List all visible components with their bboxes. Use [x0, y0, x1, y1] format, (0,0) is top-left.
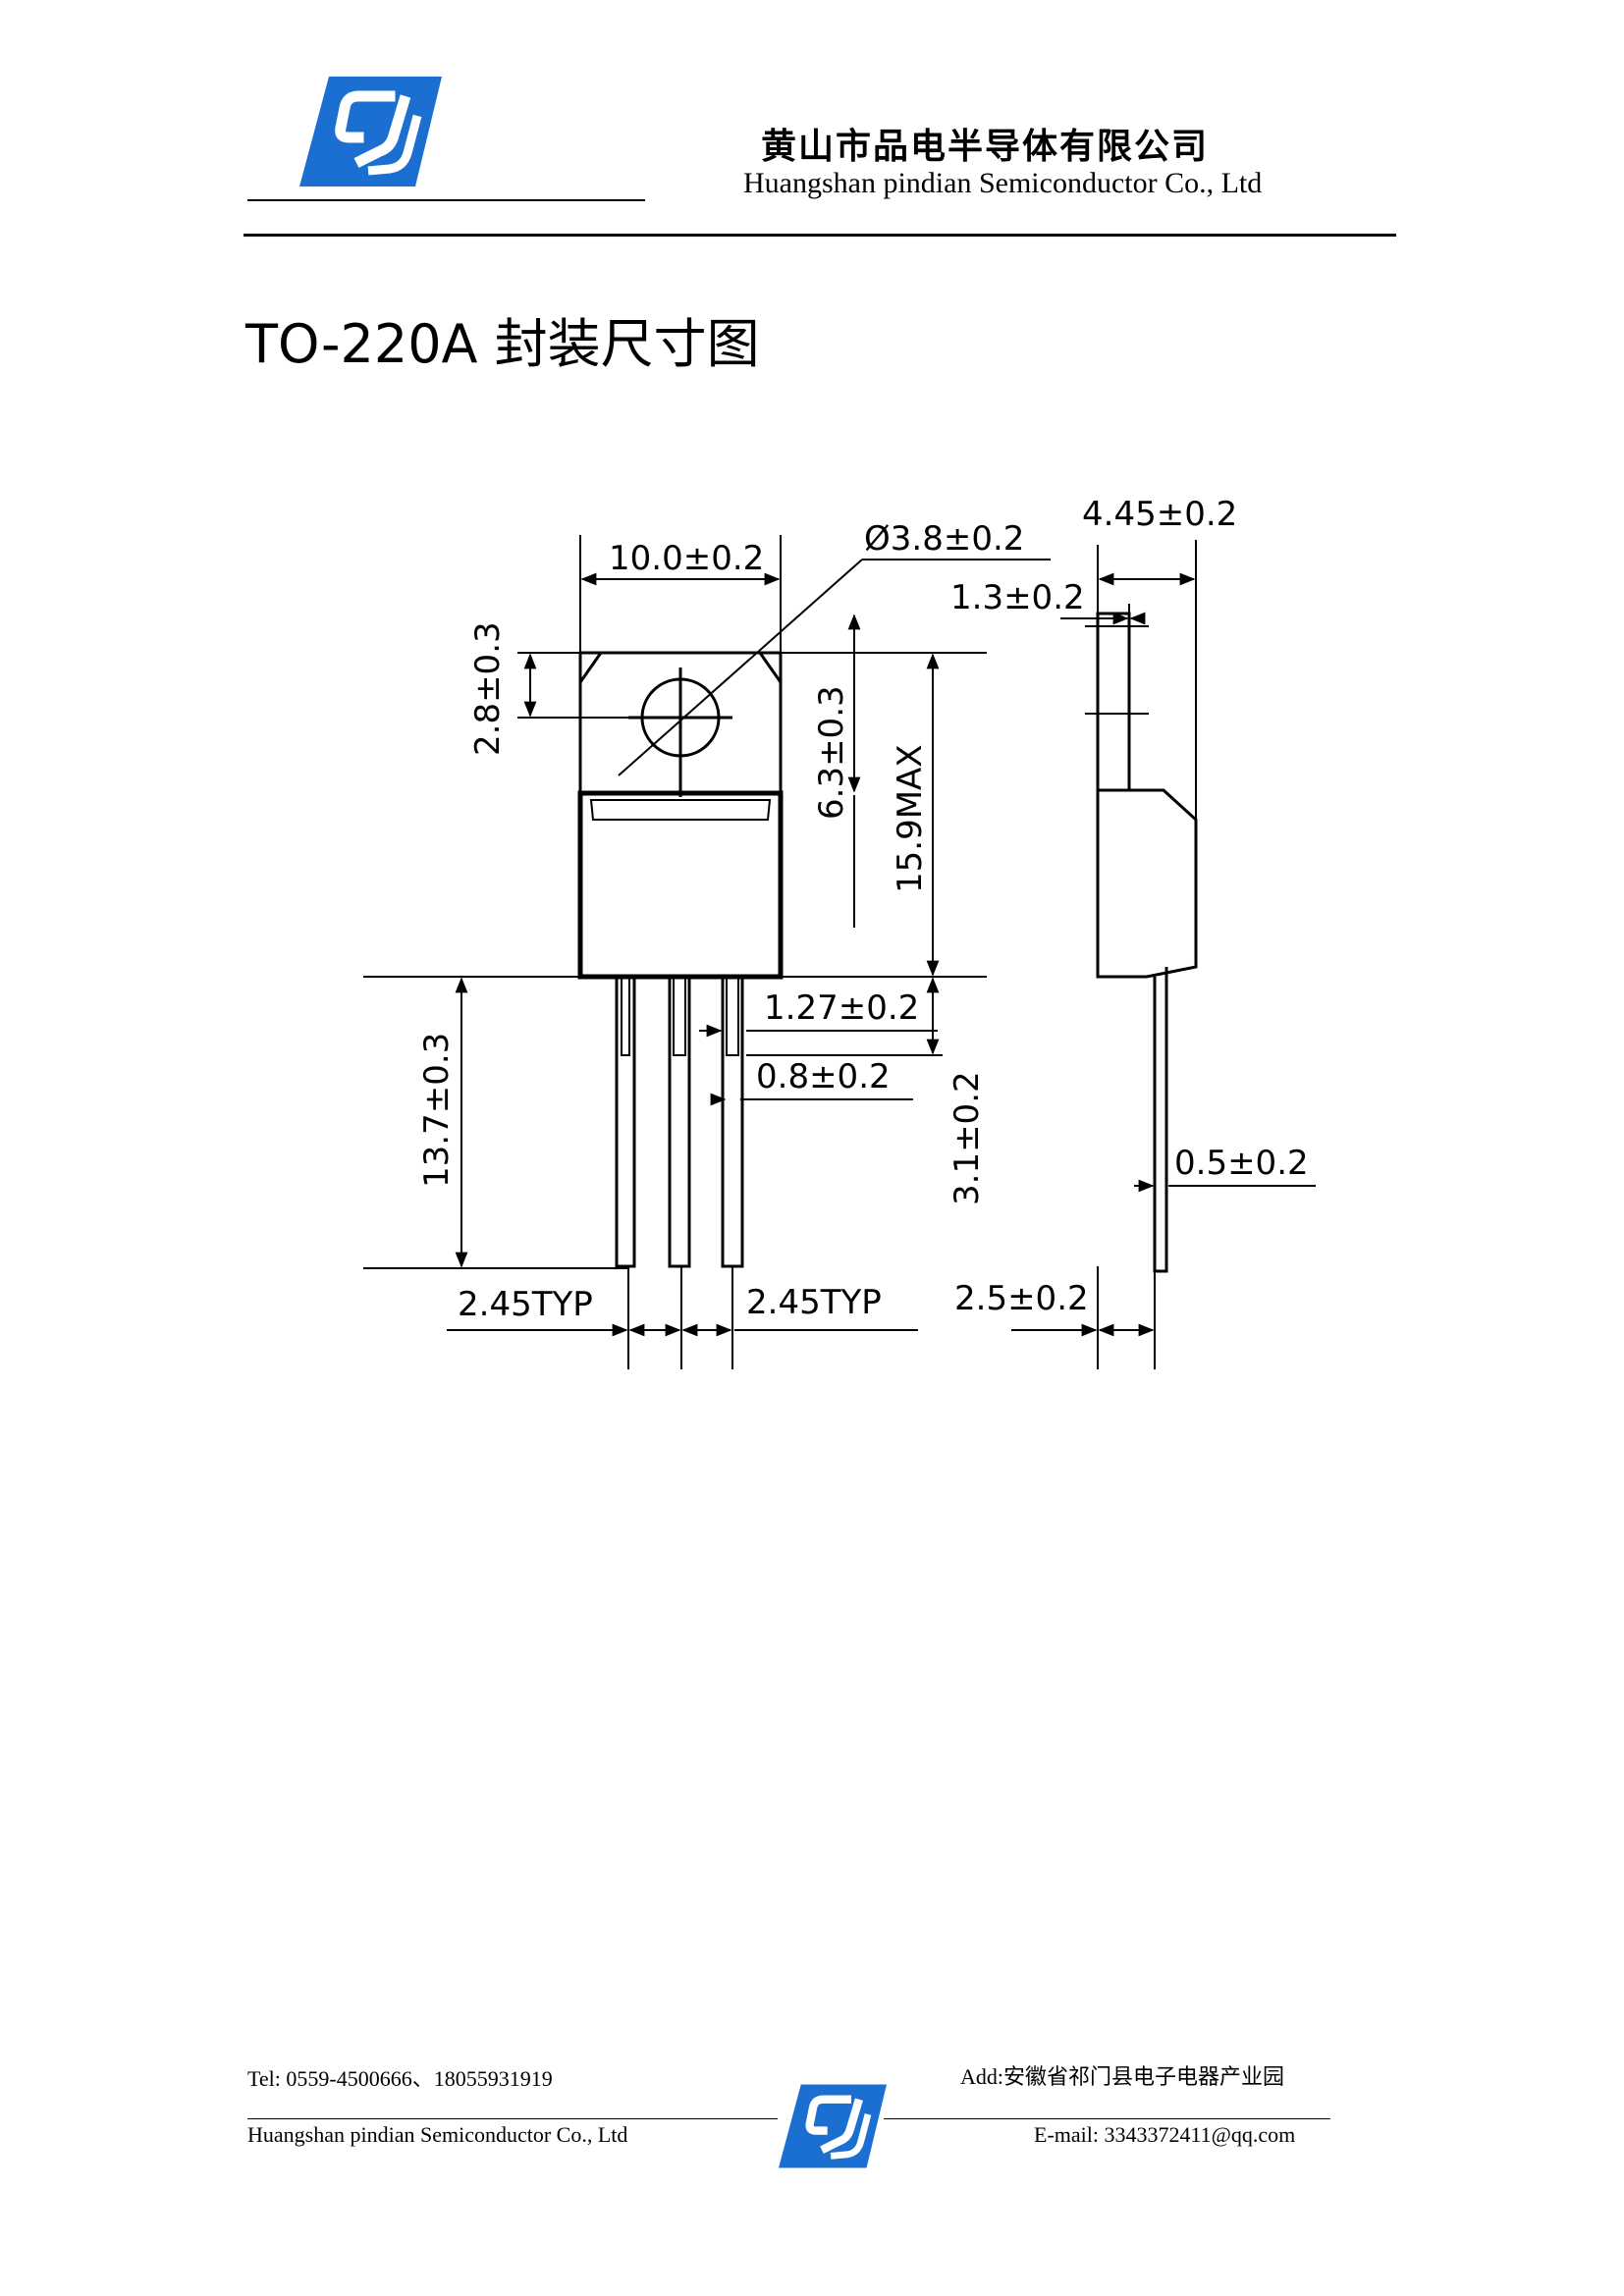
- header-divider: [244, 234, 1396, 237]
- dim-shoulder-label: 3.1±0.2: [947, 1071, 987, 1205]
- dim-hole-label: Ø3.8±0.2: [864, 519, 1024, 559]
- dim-pitch-left-label: 2.45TYP: [458, 1285, 593, 1324]
- logo-underline: [247, 199, 645, 201]
- dim-thickness-label: 4.45±0.2: [1082, 495, 1237, 534]
- package-dimension-drawing: 10.0±0.2 Ø3.8±0.2 4.45±0.2 1.3±0.2 2.8±0…: [363, 495, 1316, 1369]
- dim-lead-thickness-label: 0.5±0.2: [1174, 1144, 1309, 1183]
- footer-address: Add:安徽省祁门县电子电器产业园: [960, 2064, 1285, 2089]
- footer-tel: Tel: 0559-4500666、18055931919: [247, 2066, 553, 2091]
- company-name-en: Huangshan pindian Semiconductor Co., Ltd: [743, 167, 1263, 199]
- dim-lead-offset-label: 2.5±0.2: [954, 1279, 1089, 1318]
- dim-tab-thickness-label: 1.3±0.2: [950, 578, 1085, 617]
- dim-pitch-right-label: 2.45TYP: [746, 1283, 882, 1322]
- footer-email: E-mail: 3343372411@qq.com: [1034, 2122, 1296, 2147]
- page-title: TO-220A 封装尺寸图: [245, 313, 760, 375]
- footer-logo-icon: [779, 2083, 887, 2169]
- company-name-cn: 黄山市品电半导体有限公司: [761, 127, 1210, 167]
- dim-hole-center-label: 2.8±0.3: [468, 621, 508, 756]
- footer-rule-right: [884, 2118, 1330, 2119]
- dim-width-label: 10.0±0.2: [609, 539, 764, 578]
- company-logo-icon: [299, 77, 442, 187]
- dim-pin-width-top-label: 1.27±0.2: [764, 988, 919, 1028]
- dim-height-max-label: 15.9MAX: [891, 744, 930, 893]
- footer-rule-left: [247, 2118, 778, 2119]
- dim-lead-length-label: 13.7±0.3: [417, 1033, 457, 1188]
- footer-company-en: Huangshan pindian Semiconductor Co., Ltd: [247, 2122, 628, 2147]
- dim-pin-width-label: 0.8±0.2: [756, 1057, 891, 1096]
- dim-hole-to-body-label: 6.3±0.3: [812, 685, 851, 820]
